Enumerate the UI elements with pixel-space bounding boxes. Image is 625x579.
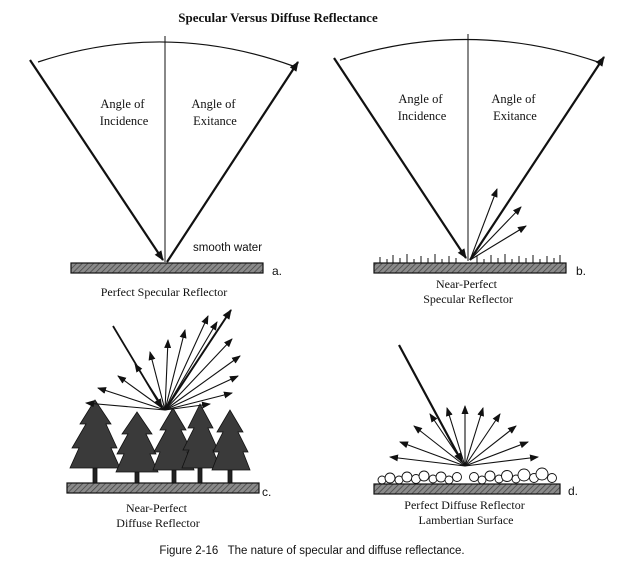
angle-of-incidence-label: Angle of Incidence [100,97,149,128]
angle-arc [339,38,599,63]
panel-c-caption: Near-Perfect Diffuse Reflector [116,501,199,530]
panel-d-caption: Perfect Diffuse Reflector Lambertian Sur… [404,498,527,527]
incident-ray [333,57,467,259]
panel-b-caption: Near-Perfect Specular Reflector [423,277,513,306]
scattered-ray [469,225,527,261]
smooth-water-surface [70,262,264,274]
angle-of-exitance-label: Angle of Exitance [491,92,538,123]
incident-ray [29,59,164,261]
lambertian-surface [373,483,561,495]
rough-surface [373,262,567,274]
diffuse-reflections [85,309,241,411]
angle-of-incidence-label: Angle of Incidence [398,92,447,123]
tree-canopy [69,399,251,484]
panel-d: d. Perfect Diffuse Reflector Lambertian … [373,344,578,527]
panel-letter-b: b. [576,264,586,278]
panel-c: c. Near-Perfect Diffuse Reflector [66,309,271,530]
panel-letter-a: a. [272,264,282,278]
panel-letter-c: c. [262,485,271,499]
lambertian-reflections [389,405,539,467]
figure-caption: Figure 2-16 The nature of specular and d… [159,545,464,557]
angle-of-exitance-label: Angle of Exitance [191,97,238,128]
reflected-ray [166,61,299,263]
panel-letter-d: d. [568,484,578,498]
panel-b: Angle of Incidence Angle of Exitance b. … [333,34,605,306]
surface-particles [377,467,557,485]
incident-ray [398,344,463,463]
surface-roughness [379,254,561,263]
panel-a-caption: Perfect Specular Reflector [101,285,228,299]
panel-a: Angle of Incidence Angle of Exitance smo… [29,36,299,299]
scattered-ray [469,206,522,261]
reflected-ray [469,56,605,261]
smooth-water-label: smooth water [193,242,262,254]
ground-surface [66,482,260,494]
diagram-title: Specular Versus Diffuse Reflectance [178,10,378,25]
scattered-ray [469,188,498,261]
